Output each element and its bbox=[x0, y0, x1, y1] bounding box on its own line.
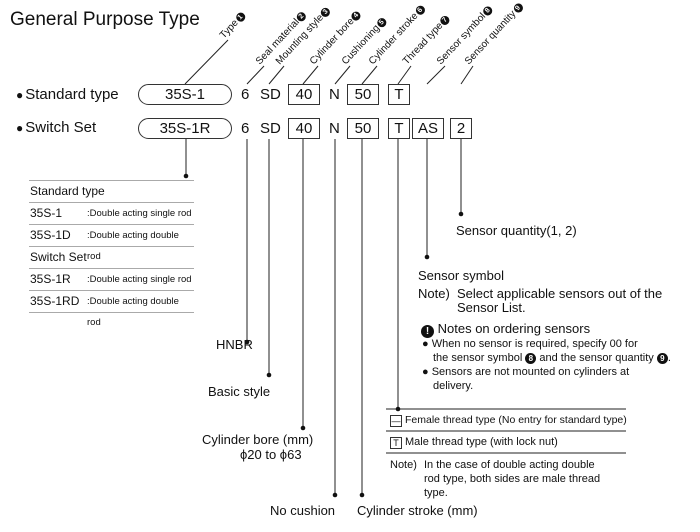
label-cushioning: No cushion bbox=[270, 503, 336, 518]
label-mounting-style: Basic style bbox=[208, 384, 271, 399]
label-bore-range: ϕ20 to ϕ63 bbox=[240, 447, 302, 462]
notes-heading: ! Notes on ordering sensors bbox=[421, 321, 590, 338]
sensor-note-line2: Sensor List. bbox=[457, 300, 526, 315]
cushion-code: N bbox=[329, 120, 340, 137]
notes-bullet-2: ● Sensors are not mounted on cylinders a… bbox=[422, 366, 630, 378]
page-title: General Purpose Type bbox=[10, 9, 200, 30]
label-cylinder-stroke: Cylinder stroke (mm) bbox=[357, 503, 478, 518]
table-row: 35S-1RD:Double acting double rod bbox=[29, 291, 194, 328]
sensor-qty-code: 2 bbox=[450, 118, 472, 139]
seal-code: 6 bbox=[241, 86, 250, 103]
bore-code: 40 bbox=[288, 118, 320, 139]
seal-code: 6 bbox=[241, 120, 250, 137]
table-row: Standard type bbox=[29, 180, 194, 203]
notes-bullet-1-cont: the sensor symbol 8 and the sensor quant… bbox=[433, 352, 671, 364]
row-label-switch: ●Switch Set bbox=[16, 119, 97, 136]
female-thread-icon: — bbox=[390, 415, 402, 427]
table-row: 35S-1:Double acting single rod bbox=[29, 203, 194, 225]
row-label-standard: ●Standard type bbox=[16, 86, 119, 103]
type-table: Standard type 35S-1:Double acting single… bbox=[29, 180, 194, 328]
thread-note-line2: rod type, both sides are male thread bbox=[424, 473, 601, 485]
thread-code: T bbox=[388, 84, 410, 105]
label-cylinder-bore: Cylinder bore (mm) bbox=[202, 432, 314, 447]
stroke-code: 50 bbox=[347, 84, 379, 105]
stroke-code: 50 bbox=[347, 118, 379, 139]
thread-note-line1: In the case of double acting double bbox=[424, 459, 595, 471]
bore-code: 40 bbox=[288, 84, 320, 105]
table-row: Switch Set bbox=[29, 247, 194, 269]
table-row: 35S-1R:Double acting single rod bbox=[29, 269, 194, 291]
sensor-note-line1: Select applicable sensors out of the bbox=[457, 286, 663, 301]
notes-bullet-2-cont: delivery. bbox=[433, 380, 474, 392]
warning-icon: ! bbox=[421, 325, 434, 338]
thread-female: —Female thread type (No entry for standa… bbox=[390, 414, 627, 427]
sensor-code: AS bbox=[412, 118, 444, 139]
sensor-note-prefix: Note) bbox=[418, 286, 450, 301]
mount-code: SD bbox=[260, 86, 281, 103]
label-sensor-symbol: Sensor symbol bbox=[418, 268, 504, 283]
label-sensor-quantity: Sensor quantity(1, 2) bbox=[456, 223, 577, 238]
cushion-code: N bbox=[329, 86, 340, 103]
thread-note-prefix: Note) bbox=[390, 459, 417, 471]
thread-code: T bbox=[388, 118, 410, 139]
male-thread-icon: T bbox=[390, 437, 402, 449]
notes-bullet-1: ● When no sensor is required, specify 00… bbox=[422, 338, 638, 350]
type-code-switch: 35S-1R bbox=[138, 118, 232, 139]
type-code-standard: 35S-1 bbox=[138, 84, 232, 105]
mount-code: SD bbox=[260, 120, 281, 137]
thread-note-line3: type. bbox=[424, 487, 448, 499]
table-row: 35S-1D:Double acting double rod bbox=[29, 225, 194, 262]
label-seal-material: HNBR bbox=[216, 337, 253, 352]
